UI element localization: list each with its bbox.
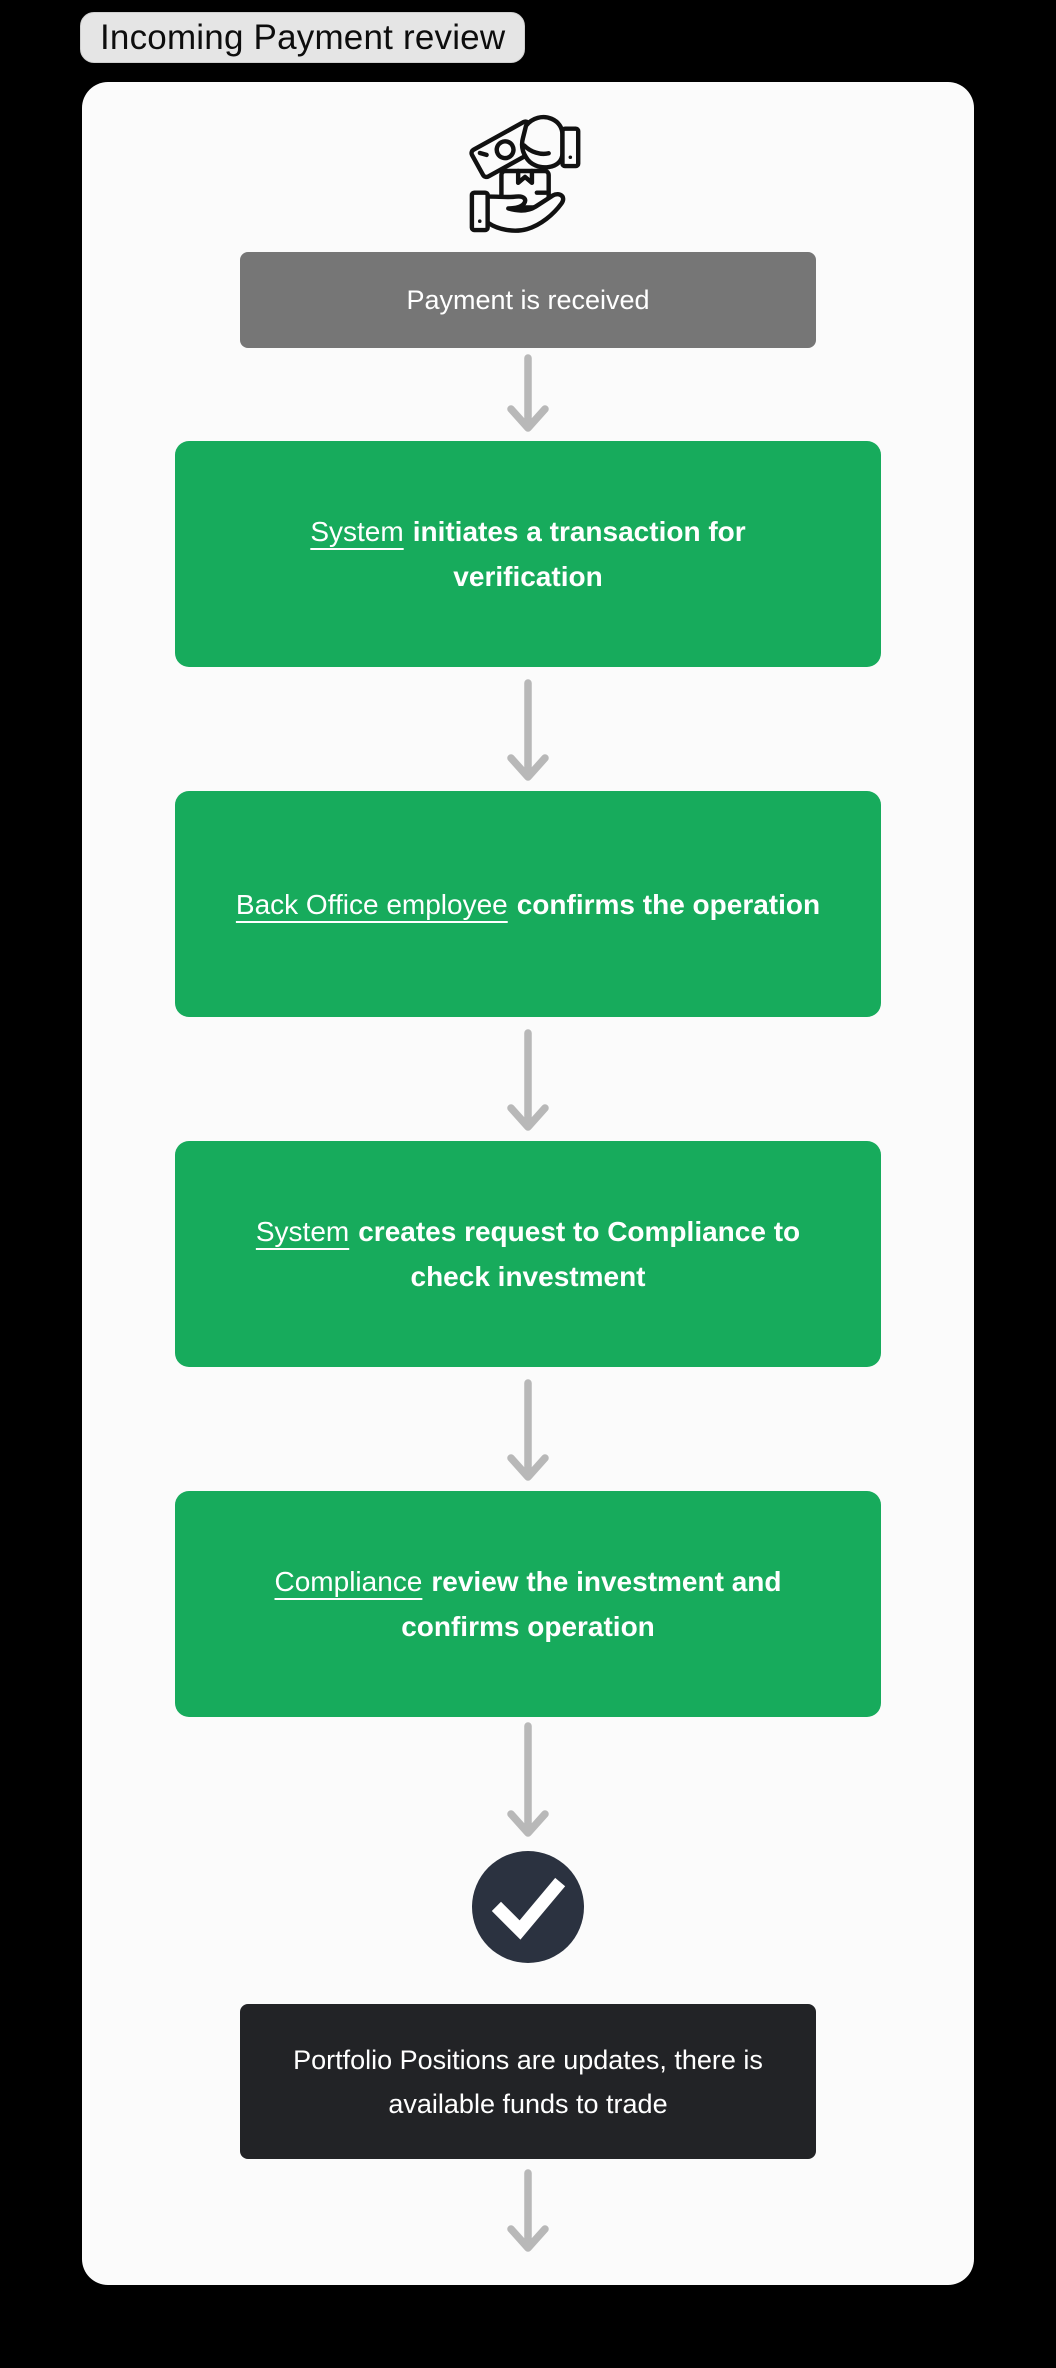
down-arrow-icon: [507, 1029, 549, 1131]
node-label: System initiates a transaction for verifi…: [232, 509, 824, 599]
down-arrow-icon: [507, 679, 549, 781]
flow-card: Payment is received System initiates a tr…: [82, 82, 974, 2285]
step-text: creates request to Compliance to check i…: [358, 1216, 801, 1292]
node-system-creates-request[interactable]: System creates request to Compliance to c…: [175, 1141, 881, 1367]
node-label: Payment is received: [406, 284, 650, 315]
actor-link-compliance[interactable]: Compliance: [274, 1566, 423, 1597]
down-arrow-icon: [507, 1722, 549, 1837]
check-circle-icon: [472, 1851, 584, 1963]
actor-link-system[interactable]: System: [310, 516, 404, 547]
actor-link-back-office[interactable]: Back Office employee: [235, 888, 508, 920]
flow-title: Incoming Payment review: [100, 17, 506, 57]
node-label: Portfolio Positions are updates, there i…: [293, 2044, 763, 2119]
flow-title-badge[interactable]: Incoming Payment review: [80, 12, 526, 63]
down-arrow-icon: [507, 2169, 549, 2252]
step-text: initiates a transaction for verification: [412, 516, 746, 592]
node-system-initiates[interactable]: System initiates a transaction for verifi…: [175, 441, 881, 667]
node-label: System creates request to Compliance to c…: [232, 1209, 824, 1299]
step-text: review the investment and confirms opera…: [401, 1566, 782, 1642]
down-arrow-icon: [507, 354, 549, 432]
actor-link-system[interactable]: System: [255, 1216, 350, 1247]
hand-payment-icon: [469, 114, 581, 233]
node-portfolio-updated[interactable]: Portfolio Positions are updates, there i…: [240, 2004, 816, 2159]
down-arrow-icon: [507, 1379, 549, 1481]
step-text: confirms the operation: [516, 888, 821, 920]
node-payment-received[interactable]: Payment is received: [240, 252, 816, 348]
